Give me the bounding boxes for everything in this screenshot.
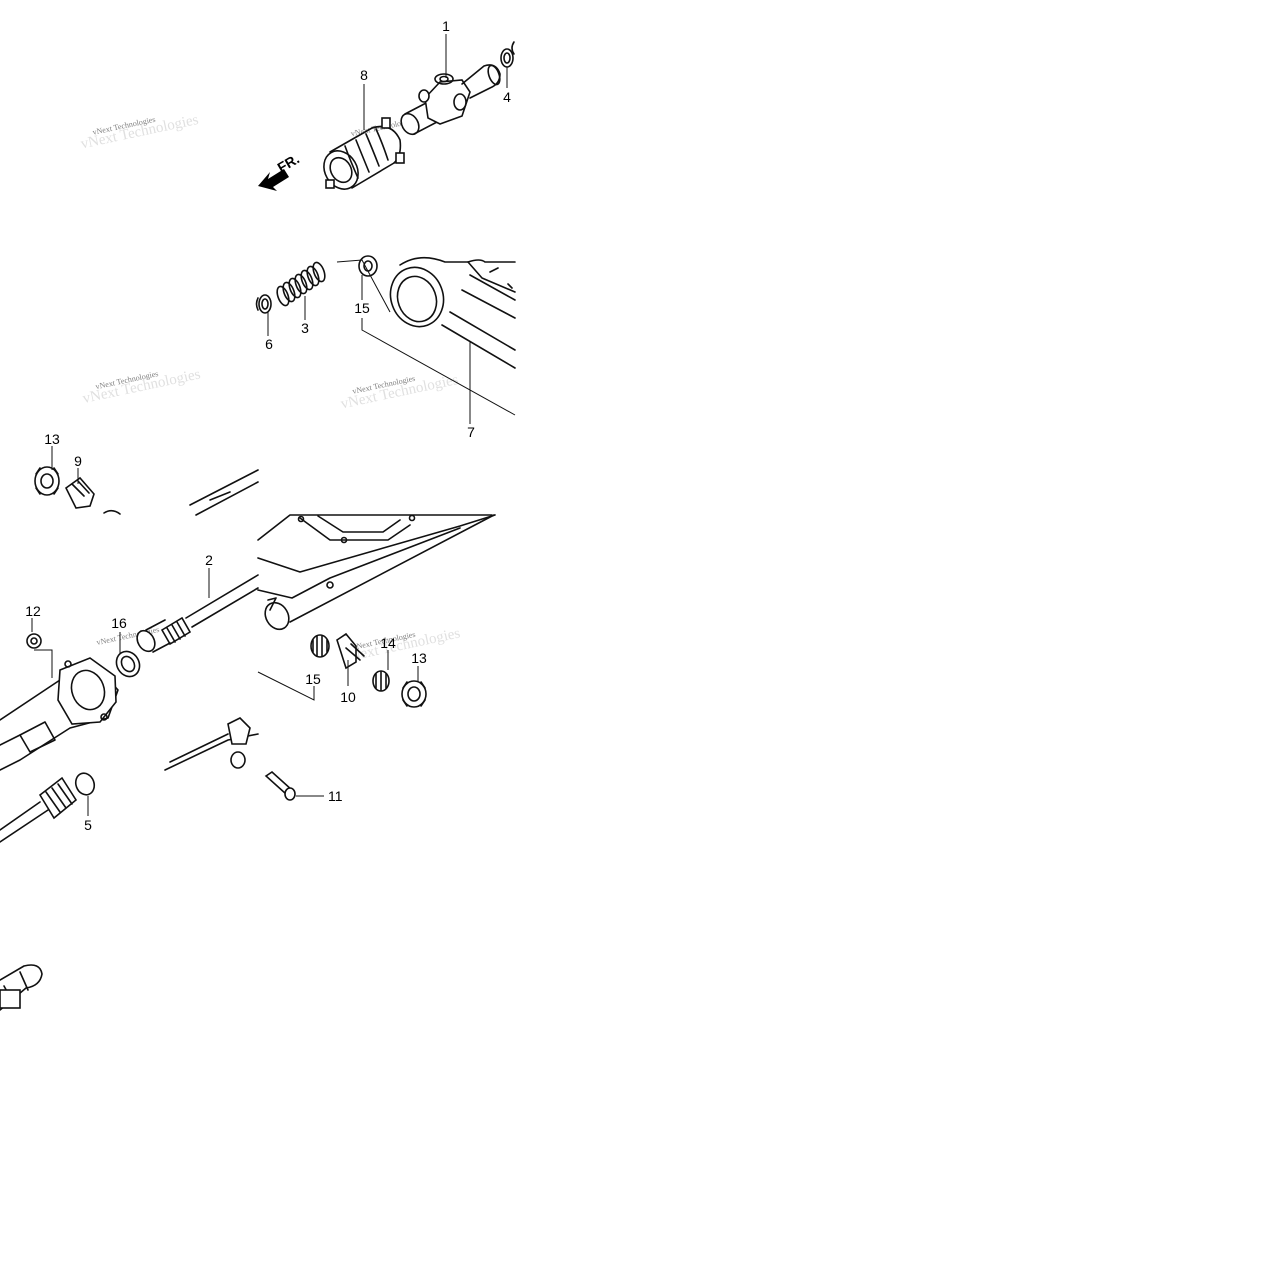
washer-part-4 [500,41,515,68]
boot-part-8 [323,117,405,190]
nut-part-12 [26,633,42,649]
callout-15-upper: 15 [354,300,370,316]
direction-label: FR. [275,150,303,175]
oil-seal-part-16 [115,650,141,678]
callout-labels: 1 2 3 4 5 6 7 8 9 10 11 12 13 13 14 15 1… [25,18,511,833]
frame-fragment-left [189,469,259,516]
callout-2: 2 [205,552,213,568]
callout-3: 3 [301,320,309,336]
callout-12: 12 [25,603,41,619]
nut-part-13-left [34,466,60,496]
callout-13-left: 13 [44,431,60,447]
circlip-part-5 [74,772,96,796]
final-drive-housing [0,657,119,771]
callout-9: 9 [74,453,82,469]
callout-10: 10 [340,689,356,705]
nut-part-13-right [401,680,427,708]
callout-1: 1 [442,18,450,34]
splined-shaft-end [0,776,78,843]
callout-11: 11 [328,788,343,804]
callout-15-lower: 15 [305,671,321,687]
lock-nut-part-14 [372,670,390,692]
frame-fragment-lower [164,717,259,771]
drive-shaft-part-2 [136,574,259,653]
callout-4: 4 [503,89,511,105]
callout-16: 16 [111,615,127,631]
watermarks: vNext Technologies vNext Technologies vN… [79,112,462,666]
spring-part-3 [276,261,326,307]
pivot-bolt-part-9 [64,476,121,515]
bearing-part-15-upper [358,255,378,277]
front-direction-arrow: FR. [258,150,302,191]
frame-main [257,514,496,631]
callout-6: 6 [265,336,273,352]
callout-5: 5 [84,817,92,833]
callout-13-right: 13 [411,650,427,666]
bearing-part-15-lower [310,634,330,658]
callout-7: 7 [467,424,475,440]
leader-lines [31,34,516,816]
universal-joint-part-1 [400,64,501,136]
pivot-bolt-part-10 [336,632,365,670]
swing-arm-part-7 [389,256,516,369]
callout-14: 14 [380,635,396,651]
bolt-part-11 [264,770,296,801]
yoke-fragment [0,964,43,1011]
washer-part-6 [255,294,272,314]
callout-8: 8 [360,67,368,83]
